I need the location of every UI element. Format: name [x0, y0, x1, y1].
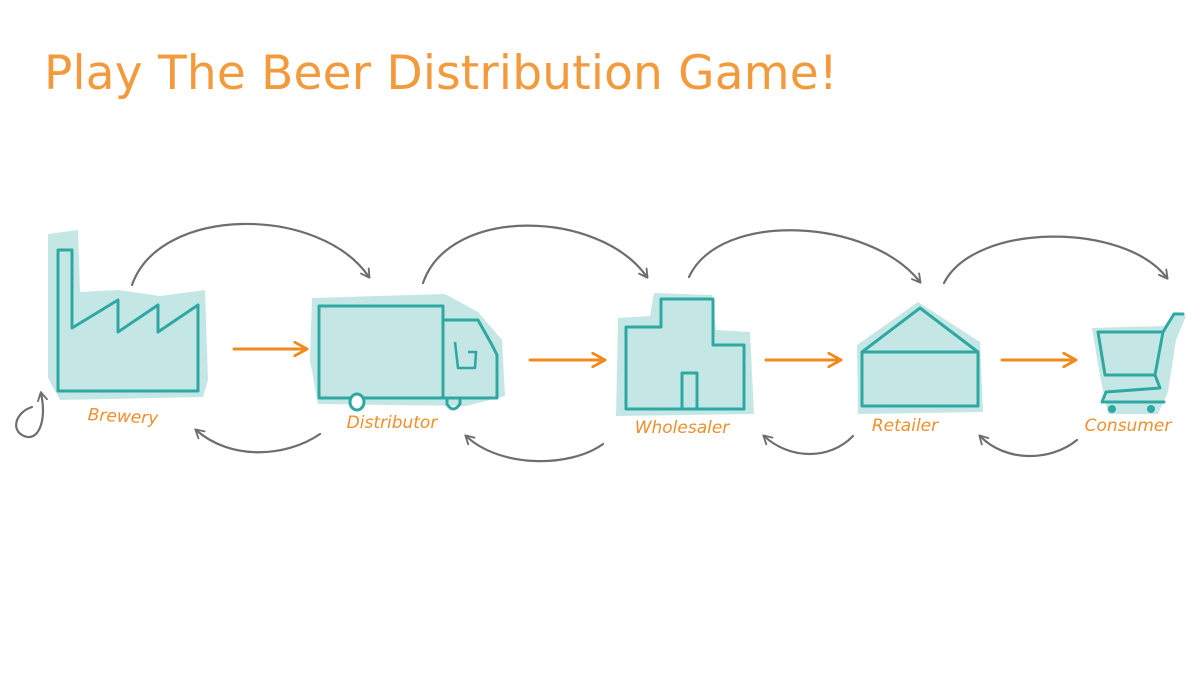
- lower-arcs: [194, 428, 1079, 463]
- node-label-distributor: Distributor: [347, 413, 439, 433]
- node-consumer: Consumer: [1085, 312, 1186, 436]
- node-label-consumer: Consumer: [1085, 416, 1173, 436]
- node-brewery: Brewery: [48, 230, 208, 429]
- node-retailer: Retailer: [857, 302, 983, 436]
- shopping-cart-icon: [1092, 312, 1186, 414]
- node-label-retailer: Retailer: [872, 416, 939, 436]
- node-label-wholesaler: Wholesaler: [635, 418, 731, 438]
- warehouse-icon: [616, 293, 754, 416]
- shipment-arrows: [232, 349, 1075, 360]
- upper-arc-distributor-wholesaler: [421, 224, 649, 285]
- upper-arcs: [130, 222, 1169, 287]
- node-label-brewery: Brewery: [87, 405, 159, 429]
- upper-arc-wholesaler-retailer: [687, 229, 922, 284]
- node-wholesaler: Wholesaler: [616, 293, 754, 438]
- lower-arc-consumer-retailer: [978, 434, 1079, 458]
- store-icon: [857, 302, 983, 414]
- self-loop-brewery: [15, 391, 48, 439]
- factory-icon: [48, 230, 208, 400]
- lower-arc-distributor-brewery: [194, 428, 322, 454]
- lower-arc-wholesaler-distributor: [464, 434, 605, 463]
- truck-icon: [310, 294, 505, 412]
- slide-title: Play The Beer Distribution Game!: [44, 46, 838, 101]
- upper-arc-retailer-consumer: [942, 235, 1169, 285]
- lower-arc-retailer-wholesaler: [762, 434, 855, 455]
- upper-arc-brewery-distributor: [130, 222, 371, 287]
- node-distributor: Distributor: [310, 294, 505, 433]
